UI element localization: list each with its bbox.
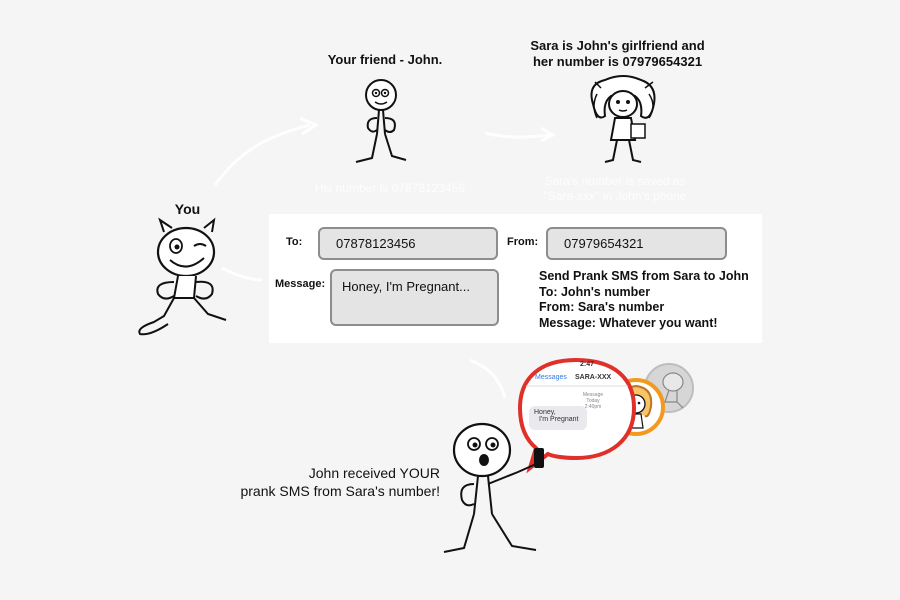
phone-meta-1: Message	[582, 392, 604, 398]
from-label: From:	[507, 236, 539, 248]
sara-saved-line2: "Sara-xxx" in John's phone	[543, 189, 687, 203]
to-field[interactable]: 07878123456	[318, 227, 498, 260]
john-with-phone-icon	[443, 422, 544, 553]
instruction-line-4: Message: Whatever you want!	[539, 315, 718, 330]
from-field[interactable]: 07979654321	[546, 227, 727, 260]
his-number-note: His number is 07878123456	[314, 181, 466, 195]
john-character-icon	[355, 79, 407, 163]
phone-bubble-line-2: I'm Pregnant	[539, 416, 579, 423]
instruction-line-1: Send Prank SMS from Sara to John	[539, 269, 749, 283]
sara-character-icon	[590, 75, 656, 163]
phone-time: 2:47	[580, 361, 595, 368]
you-character-icon	[138, 217, 227, 336]
sara-saved-line1: Sara's number is saved as	[544, 174, 686, 188]
sara-caption-line2: her number is 07979654321	[532, 54, 703, 69]
phone-message-bubble: Honey, I'm Pregnant	[529, 406, 587, 430]
result-line-2: prank SMS from Sara's number!	[240, 483, 440, 499]
sara-caption-line1: Sara is John's girlfriend and	[530, 38, 705, 53]
result-line-1: John received YOUR	[308, 465, 440, 481]
sara-saved-note: Sara's number is saved as "Sara-xxx" in …	[520, 174, 710, 204]
friend-caption: Your friend - John.	[327, 52, 443, 67]
phone-bubble-line-1: Honey,	[534, 409, 556, 416]
phone-meta: Message Today 2:40pm	[578, 392, 608, 410]
message-field[interactable]: Honey, I'm Pregnant...	[330, 269, 499, 326]
result-caption: John received YOUR prank SMS from Sara's…	[200, 464, 440, 500]
phone-meta-2: Today 2:40pm	[584, 398, 602, 410]
instruction-line-3: From: Sara's number	[539, 300, 665, 314]
instructions: Send Prank SMS from Sara to John To: Joh…	[539, 269, 749, 331]
phone-back-link[interactable]: Messages	[535, 374, 567, 381]
you-caption: You	[174, 201, 201, 217]
sara-caption: Sara is John's girlfriend and her number…	[505, 38, 730, 70]
prank-sms-panel: To: 07878123456 From: 07979654321 Messag…	[269, 214, 762, 343]
to-label: To:	[286, 236, 303, 248]
phone-contact: SARA-XXX	[575, 374, 612, 381]
message-label: Message:	[275, 278, 326, 290]
instruction-line-2: To: John's number	[539, 284, 651, 299]
